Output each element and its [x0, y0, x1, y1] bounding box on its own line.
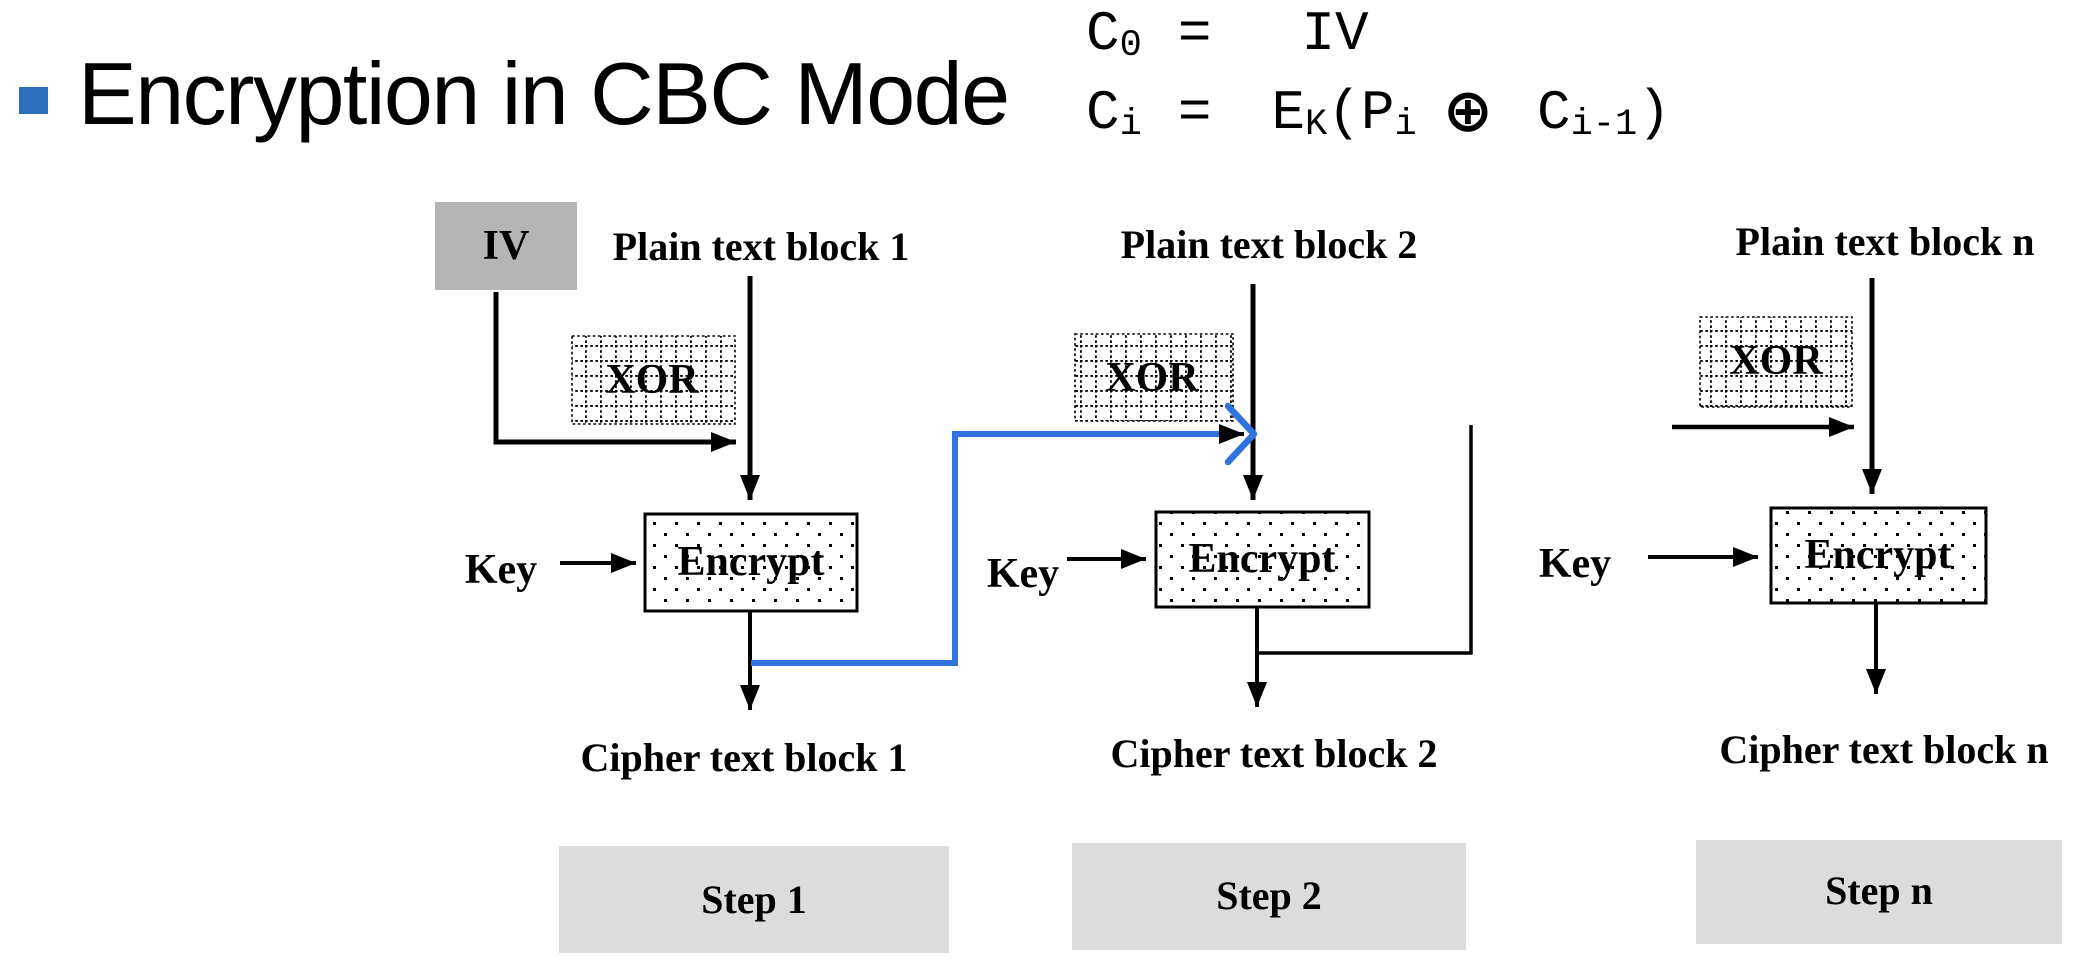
cipher-text-label-step-n: Cipher text block n [1719, 727, 2049, 772]
step-n-band [1696, 840, 2062, 944]
key-label-step2: Key [986, 551, 1060, 597]
formula-line-1: C0=IV [1086, 2, 1369, 67]
plain-text-label-step2: Plain text block 2 [1120, 222, 1418, 267]
xor-box-step-n [1699, 316, 1853, 408]
encrypt-label-step2: Encrypt [1188, 536, 1336, 582]
xor-operator-symbol: ⊕ [1442, 76, 1493, 146]
plain-text-label-step1: Plain text block 1 [612, 224, 910, 269]
cbc-formula: C0=IV Ci=EK(Pi⊕Ci-1) [1086, 6, 1671, 150]
cipher-text-label-step1: Cipher text block 1 [580, 735, 908, 780]
cipher-text-label-step2: Cipher text block 2 [1110, 731, 1438, 776]
step-label-step1: Step 1 [701, 877, 807, 922]
title-bullet-icon [19, 87, 48, 114]
key-label-step1: Key [464, 547, 538, 593]
encrypt-box-step-n [1769, 506, 1988, 605]
encrypt-label-step1: Encrypt [677, 539, 825, 585]
xor-label-step1: XOR [605, 357, 699, 403]
step1-band [559, 846, 949, 953]
encrypt-label-step-n: Encrypt [1804, 532, 1952, 578]
xor-box-step2 [1074, 333, 1234, 422]
xor-label-step2: XOR [1105, 355, 1199, 401]
xor-label-step-n: XOR [1729, 338, 1823, 384]
step-label-step-n: Step n [1825, 868, 1933, 913]
formula-line-2: Ci=EK(Pi⊕Ci-1) [1086, 76, 1671, 146]
plain-text-label-step-n: Plain text block n [1735, 219, 2035, 264]
key-label-step-n: Key [1538, 541, 1612, 587]
encrypt-box-step1 [643, 512, 859, 613]
iv-to-xor-arrow [493, 292, 736, 452]
chain-line-step2-out [1257, 425, 1473, 655]
xor-box-step1 [571, 335, 736, 425]
page-title: Encryption in CBC Mode [78, 44, 1010, 143]
iv-box [435, 202, 577, 290]
encrypt-box-step2 [1154, 510, 1371, 609]
step2-band [1072, 843, 1466, 950]
iv-label: IV [482, 223, 530, 269]
step-label-step2: Step 2 [1216, 873, 1322, 918]
chain-line-step1-to-step2 [751, 431, 1234, 666]
chain-chevron-icon [1224, 402, 1258, 466]
